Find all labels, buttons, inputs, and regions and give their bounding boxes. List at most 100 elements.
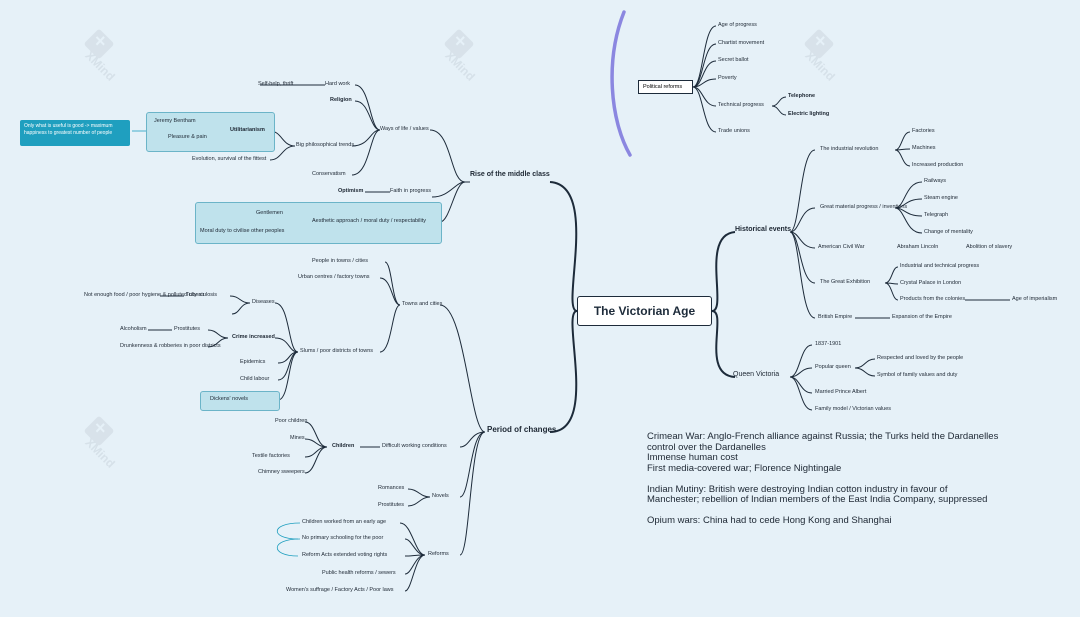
topic-diseases-left[interactable]: Not enough food / poor hygiene & pollute…: [84, 292, 205, 298]
topic-british-empire[interactable]: British Empire: [818, 314, 853, 320]
topic-difficult-conditions[interactable]: Difficult working conditions: [382, 443, 447, 449]
topic-big-ideas[interactable]: Big philosophical trends: [296, 142, 355, 148]
topic-util-child[interactable]: Jeremy Bentham: [154, 118, 196, 124]
topic-child-item[interactable]: Poor children: [275, 418, 308, 424]
topic-historical-events[interactable]: Historical events: [735, 226, 792, 233]
topic-faith-progress[interactable]: Faith in progress: [390, 188, 431, 194]
topic-victoria-child[interactable]: Married Prince Albert: [815, 389, 867, 395]
note-spacer: [647, 475, 998, 485]
note-text-line: Crimean War: Anglo-French alliance again…: [647, 431, 999, 442]
topic-material-progress[interactable]: Great material progress / inventions: [820, 204, 908, 210]
topic-evolution[interactable]: Evolution, survival of the fittest: [192, 156, 267, 162]
topic-utilitarianism[interactable]: Utilitarianism: [230, 127, 265, 133]
topic-self-help[interactable]: Self-help, thrift: [258, 81, 294, 87]
topic-towns-item[interactable]: People in towns / cities: [312, 258, 368, 264]
topic-diseases[interactable]: Diseases: [252, 299, 275, 305]
topic-crime-child[interactable]: Drunkenness & robberies in poor district…: [120, 343, 221, 349]
topic-reform-child[interactable]: No primary schooling for the poor: [302, 535, 384, 541]
topic-industrial-child[interactable]: Machines: [912, 145, 936, 151]
watermark-logo: XMind: [802, 28, 838, 84]
topic-civil-child[interactable]: Abraham Lincoln: [897, 244, 939, 250]
topic-hard-work[interactable]: Hard work: [325, 81, 351, 87]
topic-industrial-child[interactable]: Factories: [912, 128, 935, 134]
topic-political-item[interactable]: Chartist movement: [718, 40, 765, 46]
topic-slums[interactable]: Slums / poor districts of towns: [300, 348, 374, 354]
topic-victoria-child[interactable]: Family model / Victorian values: [815, 406, 892, 412]
highlight-group-dickens: [200, 391, 280, 411]
note-text-line: Manchester; rebellion of Indian members …: [647, 494, 988, 506]
note-text-line: First media-covered war; Florence Nighti…: [647, 462, 842, 474]
topic-political-item[interactable]: Poverty: [718, 75, 737, 81]
topic-reforms[interactable]: Reforms: [428, 551, 449, 557]
topic-reform-child[interactable]: Women's suffrage / Factory Acts / Poor l…: [286, 587, 394, 593]
topic-dickens[interactable]: Dickens' novels: [210, 396, 249, 402]
note-text-line: Indian Mutiny: British were destroying I…: [647, 483, 948, 495]
topic-more[interactable]: Epidemics: [240, 359, 266, 365]
note-text-line: Opium wars: China had to cede Hong Kong …: [647, 514, 892, 526]
topic-great-exhibition[interactable]: The Great Exhibition: [820, 279, 871, 285]
topic-novel-child[interactable]: Romances: [378, 485, 405, 491]
topic-popular-child[interactable]: Respected and loved by the people: [877, 355, 964, 361]
topic-political-reforms[interactable]: Political reforms: [638, 80, 693, 94]
topic-exhibition-child[interactable]: Industrial and technical progress: [900, 263, 980, 269]
topic-towns-item[interactable]: Urban centres / factory towns: [298, 274, 370, 280]
watermark-logo: XMind: [442, 28, 478, 84]
topic-ways-of-life[interactable]: Ways of life / values: [380, 126, 429, 132]
topic-crime[interactable]: Crime increased: [232, 334, 275, 340]
topic-progress-child[interactable]: Railways: [924, 178, 947, 184]
topic-progress-child[interactable]: Change of mentality: [924, 229, 973, 235]
topic-reform-child[interactable]: Public health reforms / sewers: [322, 570, 396, 576]
topic-industrial-revolution[interactable]: The industrial revolution: [820, 146, 879, 152]
topic-empire-child[interactable]: Expansion of the Empire: [892, 314, 952, 320]
topic-victoria-reign[interactable]: 1837-1901: [815, 341, 842, 347]
topic-conservatism[interactable]: Conservatism: [312, 171, 346, 177]
topic-novels[interactable]: Novels: [432, 493, 449, 499]
topic-exhibition-child[interactable]: Crystal Palace in London: [900, 280, 962, 286]
annotation-note[interactable]: Only what is useful is good -> maximum h…: [20, 120, 130, 146]
topic-civil-war[interactable]: American Civil War: [818, 244, 865, 250]
topic-highlight-child[interactable]: Moral duty to civilise other peoples: [200, 228, 285, 234]
topic-exhibition-far[interactable]: Age of imperialism: [1012, 296, 1058, 302]
note-text-line: Immense human cost: [647, 452, 738, 464]
topic-political-item[interactable]: Age of progress: [718, 22, 757, 28]
topic-highlight-child[interactable]: Gentlemen: [256, 210, 283, 216]
topic-crime-mid[interactable]: Prostitutes: [174, 326, 200, 332]
topic-optimism[interactable]: Optimism: [338, 188, 364, 194]
freeform-notes[interactable]: Crimean War: Anglo-French alliance again…: [647, 431, 999, 526]
topic-child-item[interactable]: Textile factories: [252, 453, 290, 459]
topic-queen-victoria[interactable]: Queen Victoria: [733, 371, 780, 378]
topic-progress-child[interactable]: Telegraph: [924, 212, 949, 218]
watermark-logo: XMind: [82, 28, 118, 84]
topic-highlight-main[interactable]: Aesthetic approach / moral duty / respec…: [312, 218, 427, 224]
topic-rise-middle-class[interactable]: Rise of the middle class: [470, 171, 550, 178]
topic-industrial-child[interactable]: Increased production: [912, 162, 964, 168]
topic-util-child[interactable]: Pleasure & pain: [168, 134, 207, 140]
topic-diseases-child[interactable]: Tuberculosis: [186, 292, 217, 298]
topic-children[interactable]: Children: [332, 443, 355, 449]
note-text-line: control over the Dardanelles: [647, 441, 766, 453]
topic-crime-child[interactable]: Alcoholism: [120, 326, 147, 332]
topic-political-item[interactable]: Secret ballot: [718, 57, 749, 63]
topic-towns-cities[interactable]: Towns and cities: [402, 301, 443, 307]
topic-progress-child[interactable]: Steam engine: [924, 195, 958, 201]
note-line: Only what is useful is good -> maximum: [24, 123, 113, 129]
topic-child-item[interactable]: Chimney sweepers: [258, 469, 305, 475]
highlight-group-middle-class: [195, 202, 442, 244]
topic-political-item[interactable]: Trade unions: [718, 128, 750, 134]
topic-religion[interactable]: Religion: [330, 97, 352, 103]
topic-period-of-changes[interactable]: Period of changes: [487, 425, 557, 434]
topic-popular-child[interactable]: Symbol of family values and duty: [877, 372, 958, 378]
topic-more[interactable]: Child labour: [240, 376, 270, 382]
topic-reform-child[interactable]: Reform Acts extended voting rights: [302, 552, 388, 558]
topic-exhibition-child[interactable]: Products from the colonies: [900, 296, 966, 302]
topic-reform-child[interactable]: Children worked from an early age: [302, 519, 387, 525]
topic-tech-child[interactable]: Electric lighting: [788, 111, 830, 117]
topic-popular-queen[interactable]: Popular queen: [815, 364, 851, 370]
topic-child-item[interactable]: Mines: [290, 435, 305, 441]
topic-political-item[interactable]: Technical progress: [718, 102, 764, 108]
topic-civil-child[interactable]: Abolition of slavery: [966, 244, 1013, 250]
topic-tech-child[interactable]: Telephone: [788, 93, 816, 99]
root-topic[interactable]: The Victorian Age: [577, 296, 712, 326]
topic-novel-child[interactable]: Prostitutes: [378, 502, 404, 508]
